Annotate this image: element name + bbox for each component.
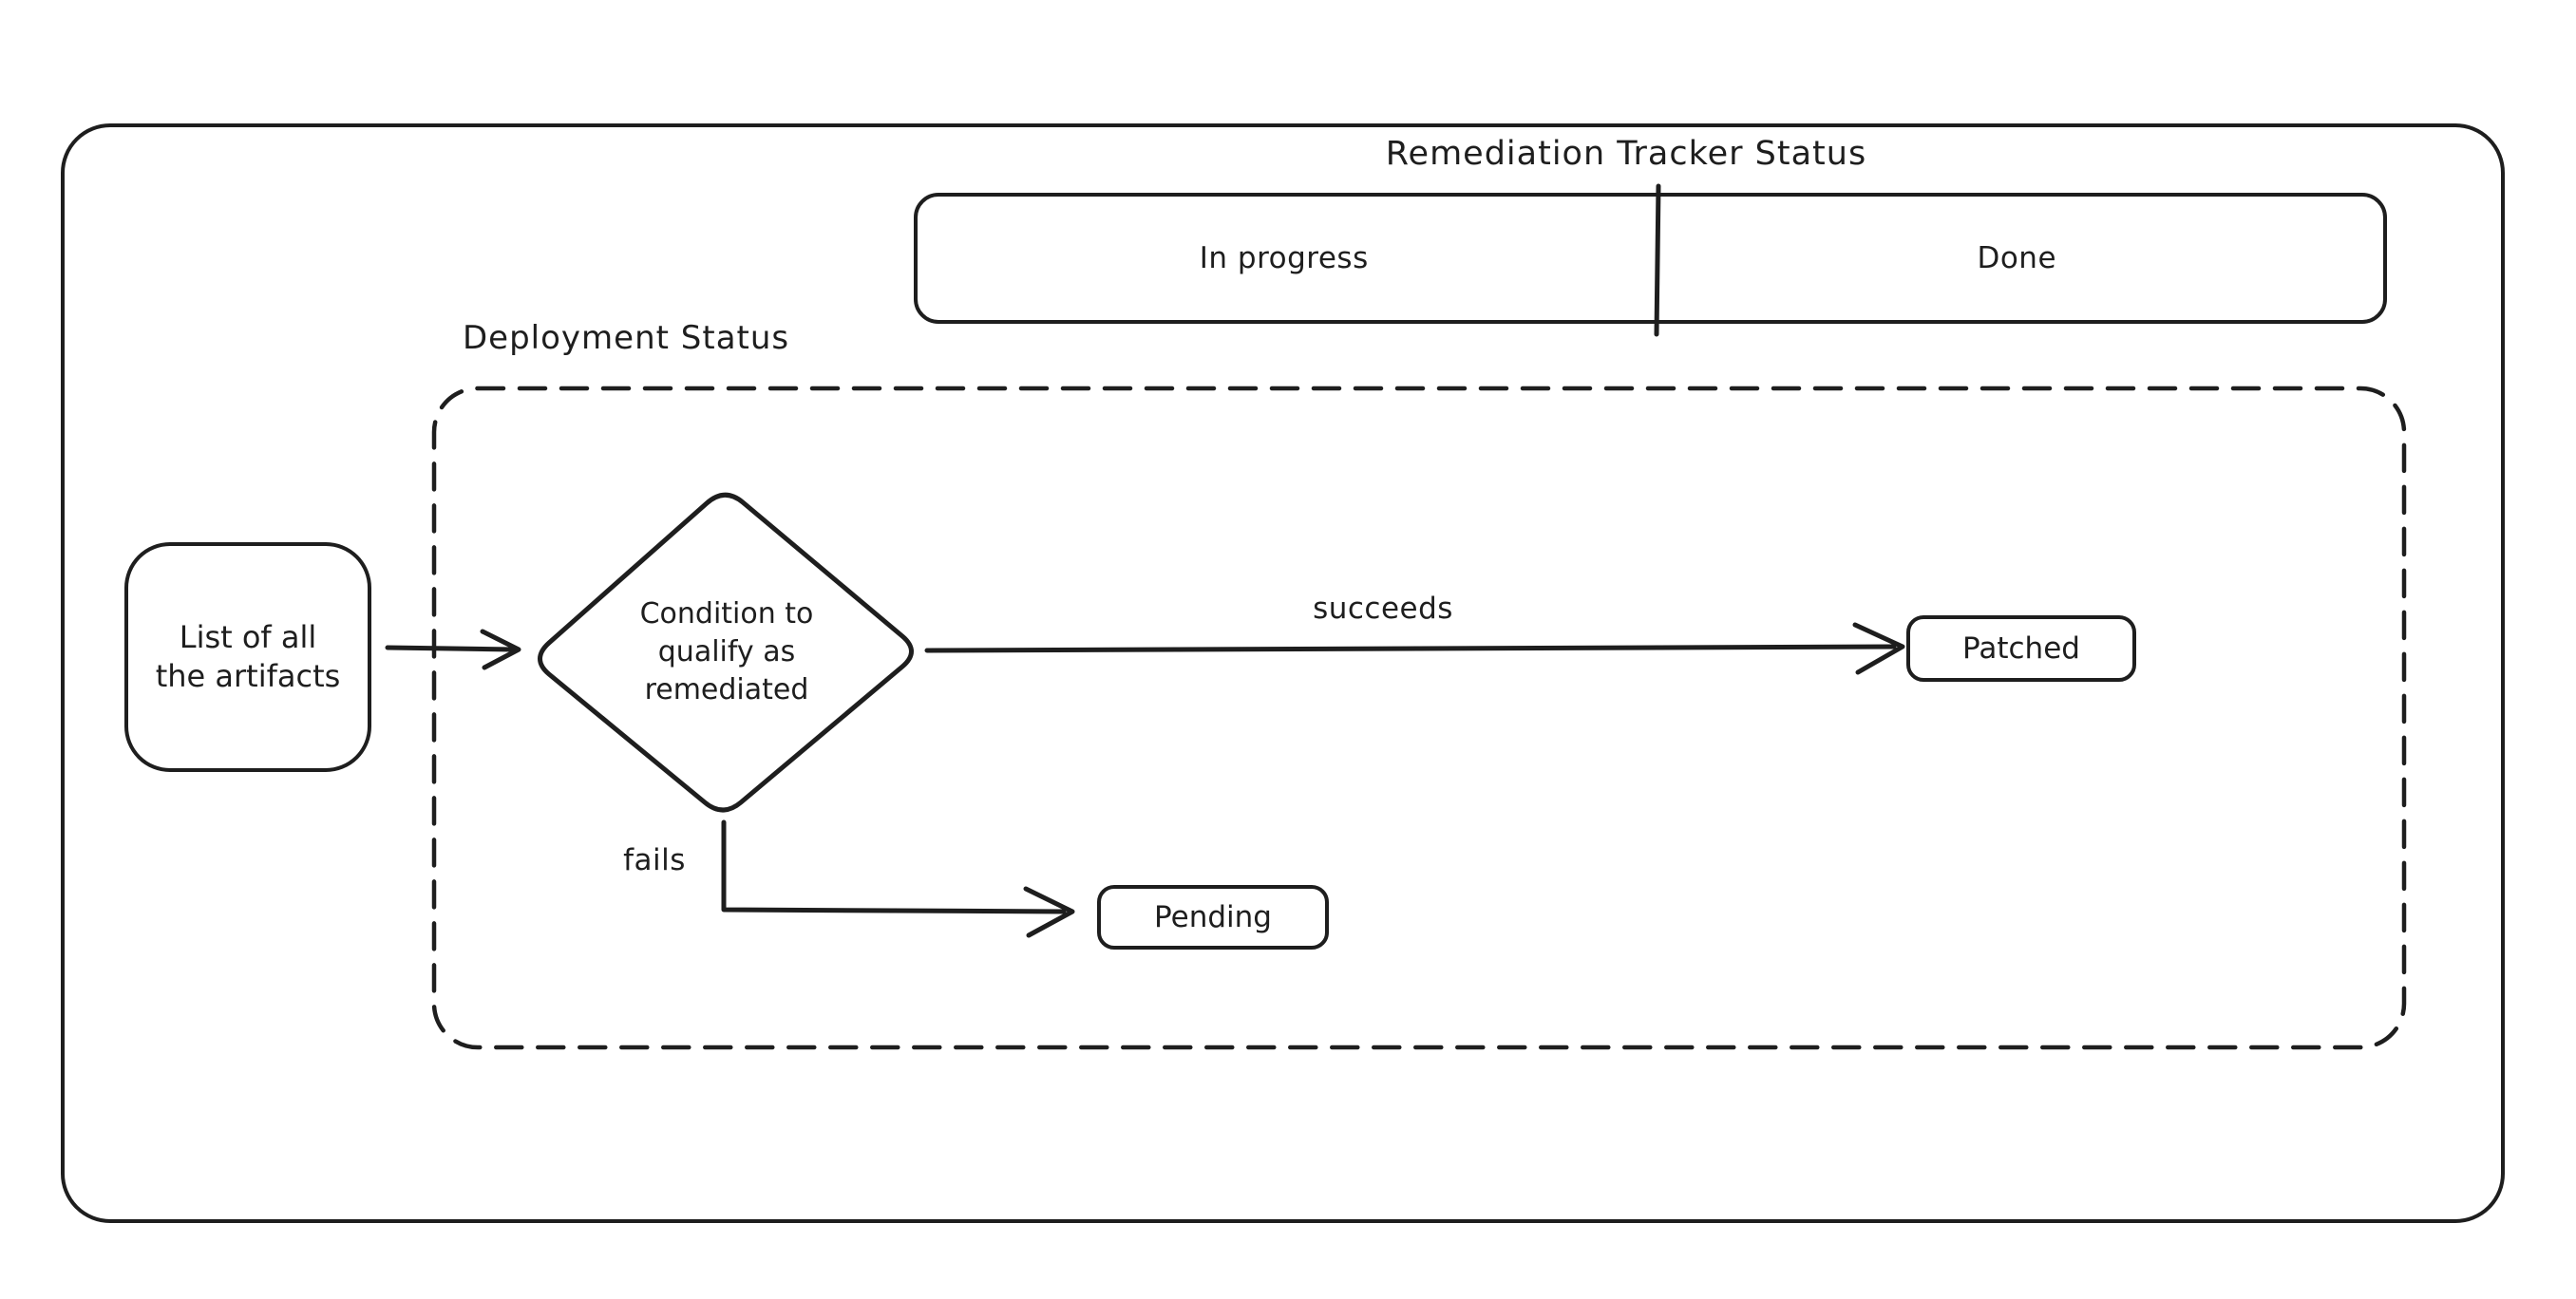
tracker-cell-in-progress: In progress xyxy=(918,197,1651,320)
pending-node: Pending xyxy=(1097,885,1329,950)
tracker-cell-done-label: Done xyxy=(1977,241,2057,275)
patched-node-label: Patched xyxy=(1962,631,2080,666)
deployment-status-label: Deployment Status xyxy=(463,319,790,357)
succeeds-edge-label: succeeds xyxy=(1313,592,1453,626)
deployment-status-container xyxy=(432,386,2406,1049)
tracker-status-bar: In progress Done xyxy=(914,193,2387,324)
diagram-title: Remediation Tracker Status xyxy=(1385,135,1867,173)
outer-frame xyxy=(61,123,2505,1223)
tracker-cell-in-progress-label: In progress xyxy=(1199,241,1369,275)
condition-label-line1: Condition to xyxy=(639,597,814,631)
artifacts-node: List of all the artifacts xyxy=(124,542,371,772)
condition-diamond-label: Condition to qualify as remediated xyxy=(640,595,814,709)
condition-label-line3: remediated xyxy=(644,673,809,706)
fails-edge-label: fails xyxy=(623,843,686,877)
patched-node: Patched xyxy=(1906,615,2136,682)
condition-label-line2: qualify as xyxy=(657,635,796,668)
artifacts-node-label-line1: List of all xyxy=(179,619,317,655)
tracker-cell-done: Done xyxy=(1651,197,2384,320)
artifacts-node-label-line2: the artifacts xyxy=(155,658,341,694)
pending-node-label: Pending xyxy=(1154,900,1272,934)
